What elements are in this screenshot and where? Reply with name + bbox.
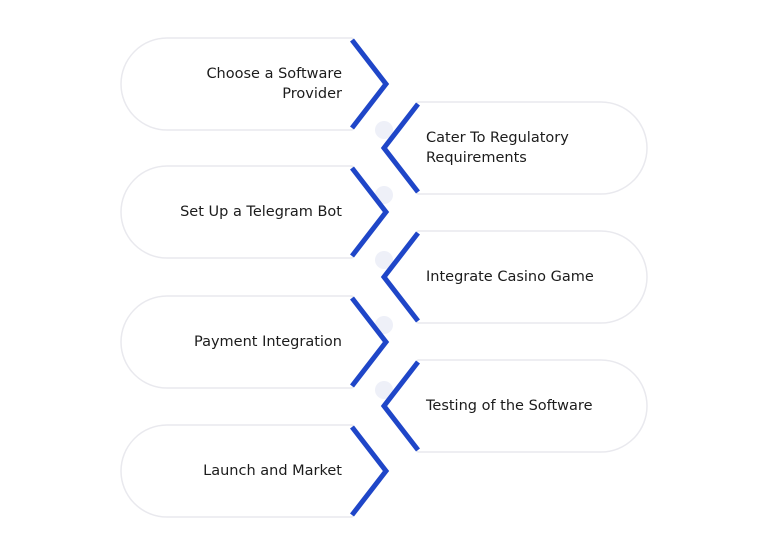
step-shape: [120, 295, 390, 389]
step-shape: [120, 37, 390, 131]
step-label: Cater To Regulatory Requirements: [426, 130, 569, 166]
step-launch-and-market: Launch and Market: [120, 424, 390, 518]
step-label: Integrate Casino Game: [426, 269, 594, 285]
step-integrate-casino-game: Integrate Casino Game: [380, 230, 648, 324]
step-shape: [120, 424, 390, 518]
step-shape: [380, 359, 648, 453]
step-label: Set Up a Telegram Bot: [180, 204, 342, 220]
step-payment-integration: Payment Integration: [120, 295, 390, 389]
step-label: Launch and Market: [203, 463, 342, 479]
step-testing-of-the-software: Testing of the Software: [380, 359, 648, 453]
step-choose-software-provider: Choose a Software Provider: [120, 37, 390, 131]
step-cater-to-regulatory-requirements: Cater To Regulatory Requirements: [380, 101, 648, 195]
step-shape: [380, 230, 648, 324]
step-label: Testing of the Software: [426, 398, 593, 414]
step-label: Payment Integration: [194, 334, 342, 350]
step-shape: [380, 101, 648, 195]
step-shape: [120, 165, 390, 259]
step-set-up-telegram-bot: Set Up a Telegram Bot: [120, 165, 390, 259]
step-label: Choose a Software Provider: [206, 66, 342, 102]
